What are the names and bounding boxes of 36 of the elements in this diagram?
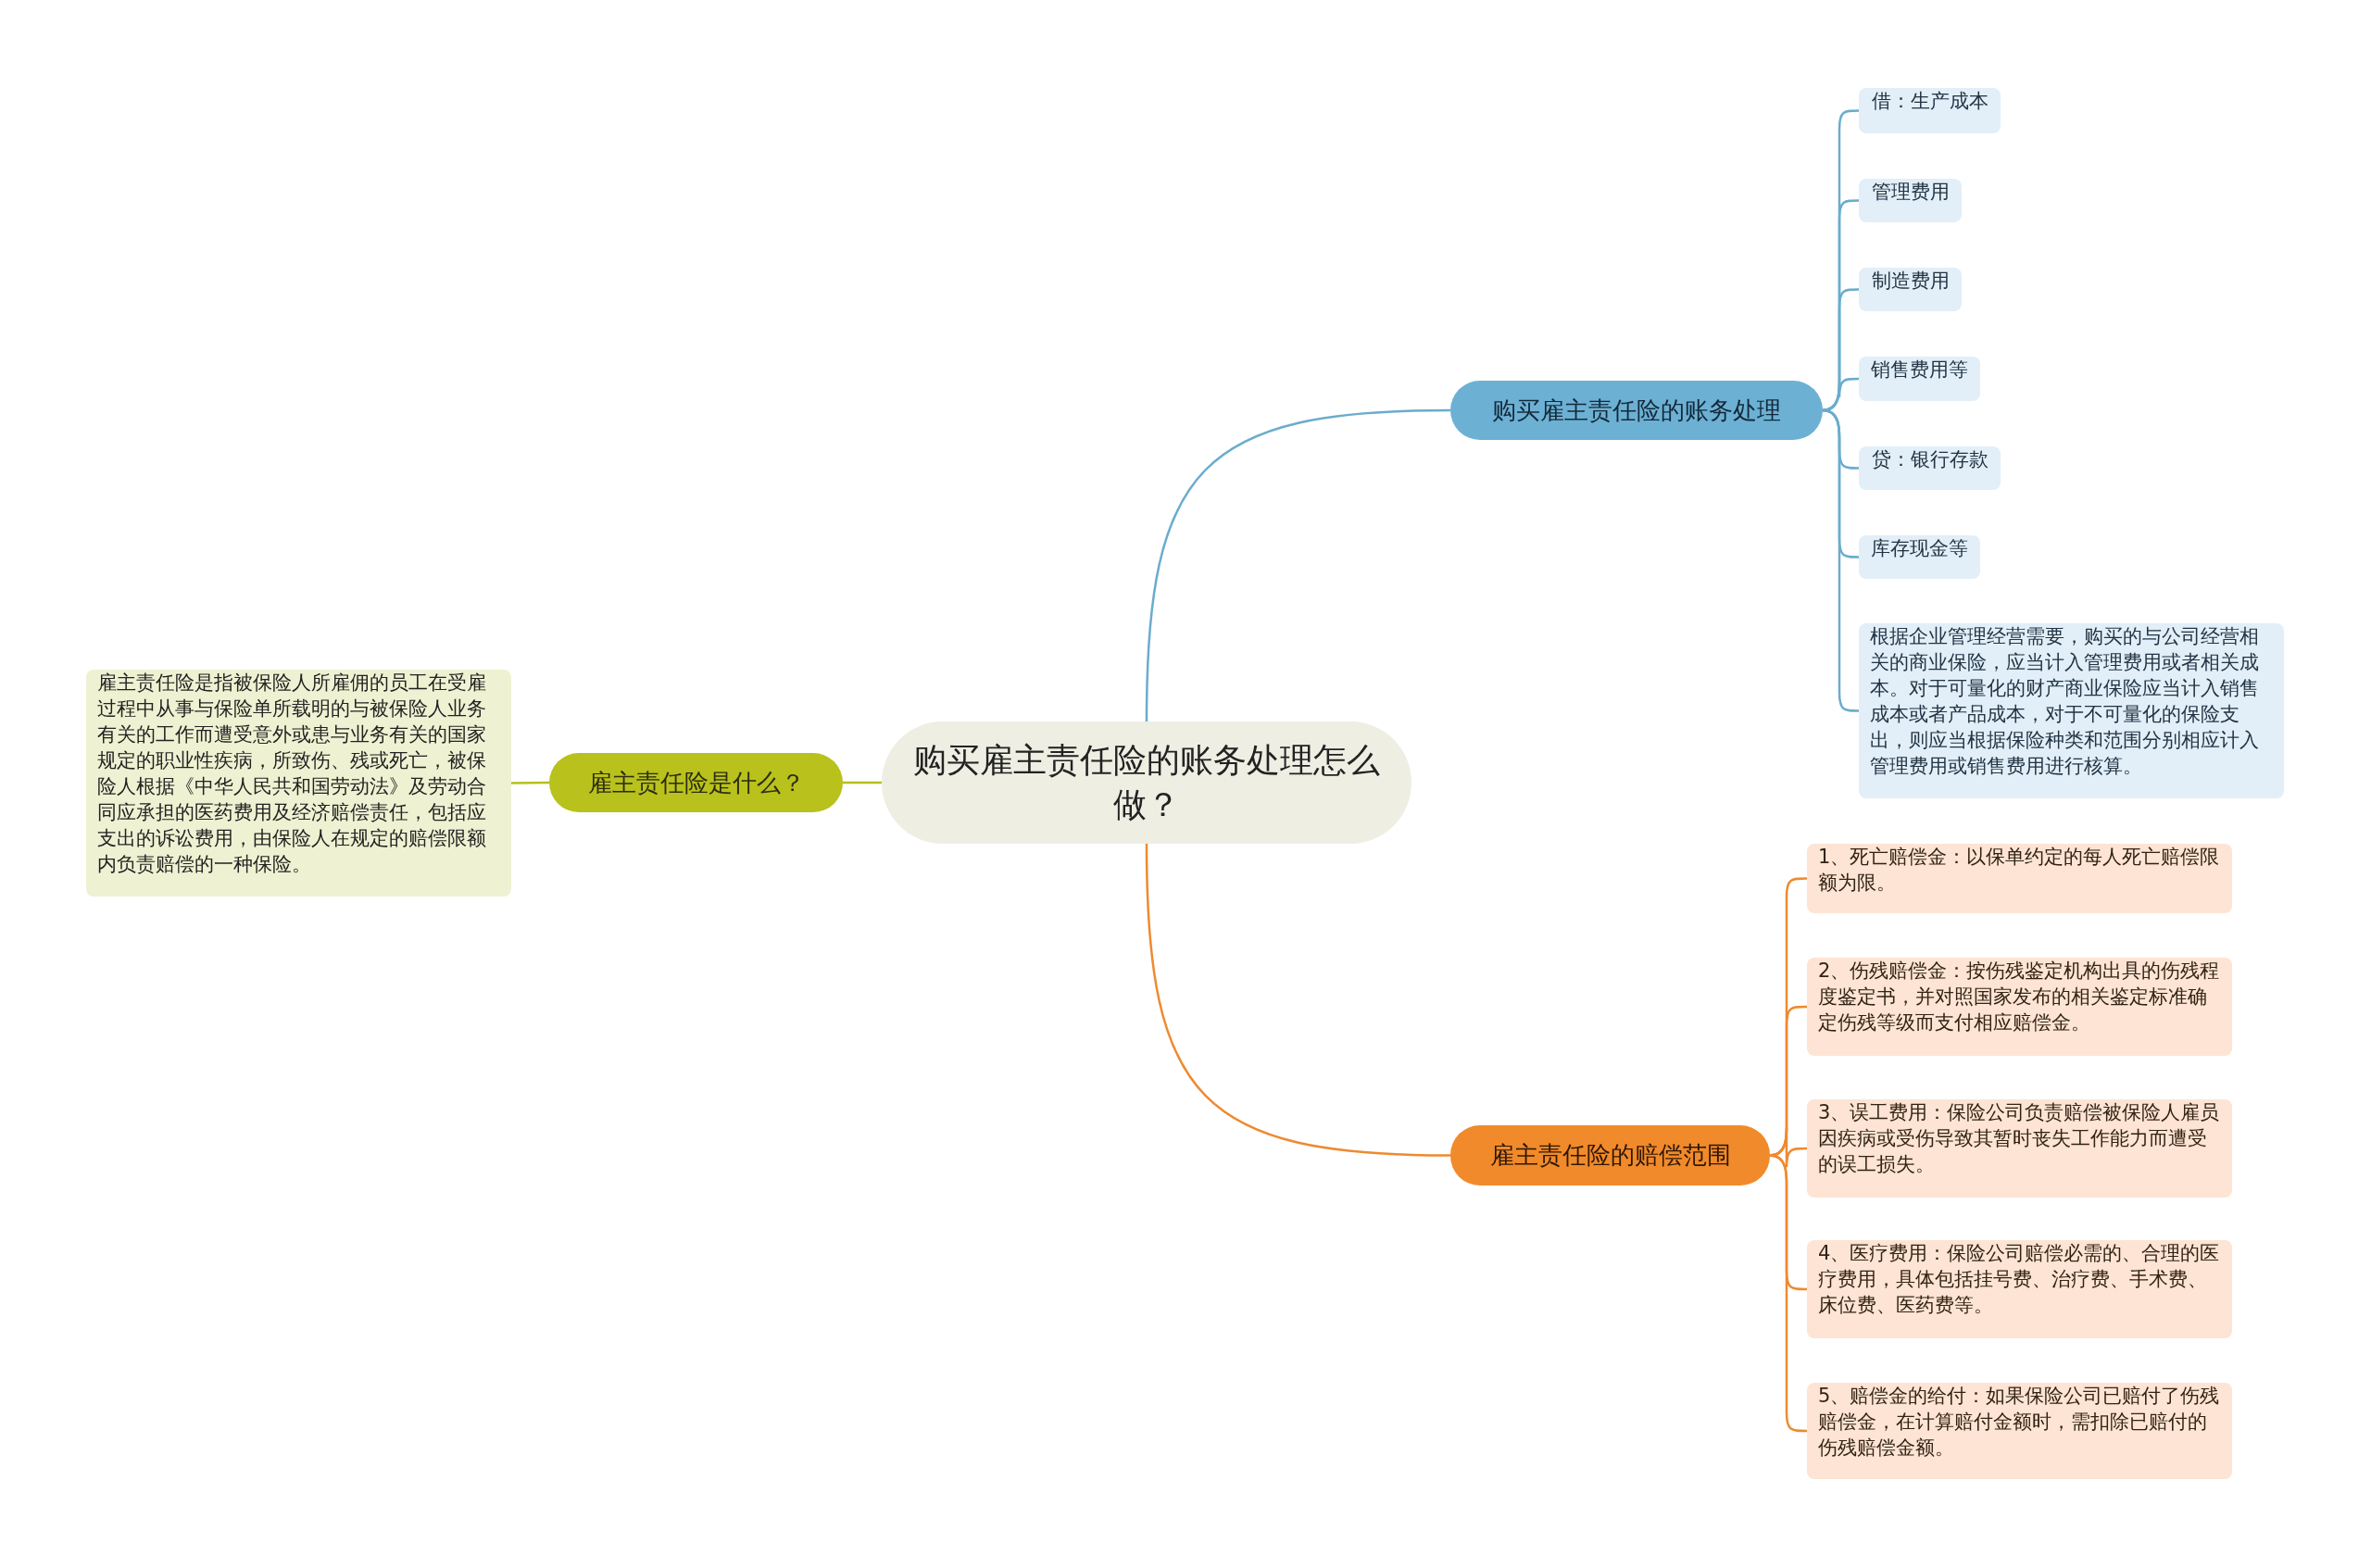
topic-text: 雇主责任险是什么？ [587, 767, 805, 798]
note-box [1859, 179, 1962, 222]
note-box [1807, 958, 2232, 1056]
note-text: 1、死亡赔偿金：以保单约定的每人死亡赔偿限额为限。 [1818, 845, 2221, 896]
topic-text: 雇主责任险的赔偿范围 [1489, 1140, 1731, 1171]
connector-line [511, 781, 549, 784]
note-box [1859, 535, 1980, 579]
note-text: 制造费用 [1871, 269, 1950, 294]
note-box [1807, 844, 2232, 913]
note-box [1807, 1383, 2232, 1479]
connector-line [1769, 1154, 1807, 1433]
note-text: 5、赔偿金的给付：如果保险公司已赔付了伤残赔偿金，在计算赔付金额时，需扣除已赔付的伤残赔偿金额。 [1818, 1384, 2221, 1461]
note-box [1859, 623, 2284, 798]
note-text: 4、医疗费用：保险公司赔偿必需的、合理的医疗费用，具体包括挂号费、治疗费、手术费、床位费、医药费等。 [1818, 1241, 2221, 1318]
note-text: 贷：银行存款 [1871, 447, 1988, 472]
note-text: 雇主责任险是指被保险人所雇佣的员工在受雇过程中从事与保险单所载明的与被保险人业务有关的工作而遭受意外或患与业务有关的国家规定的职业性疾病，所致伤、残或死亡，被保险人根据《中华人民共和国劳动法》及劳动合同应承担的医药费用及经济赔偿责任，包括应支出的诉讼费用，由保险人在规定的赔偿限额内负责赔偿的一种保险。 [97, 671, 487, 877]
note-box [86, 670, 511, 897]
note-box [1807, 1240, 2232, 1338]
note-text: 库存现金等 [1871, 536, 1968, 561]
note-text: 销售费用等 [1871, 358, 1968, 383]
topic-text: 购买雇主责任险的账务处理怎么做？ [912, 740, 1381, 825]
note-box [1859, 88, 2001, 133]
note-box [1859, 268, 1962, 311]
note-text: 根据企业管理经营需要，购买的与公司经营相关的商业保险，应当计入管理费用或者相关成本。对于可量化的财产商业保险应当计入销售成本或者产品成本，对于不可量化的保险支出，则应当根据保险种类和范围分别相应计入管理费用或销售费用进行核算。 [1870, 624, 2260, 779]
connector-line [843, 781, 882, 784]
topic-text: 购买雇主责任险的账务处理 [1492, 395, 1781, 426]
connector-line [1822, 377, 1859, 412]
note-box [1807, 1099, 2232, 1198]
note-box [1859, 357, 1980, 401]
note-text: 借：生产成本 [1871, 89, 1988, 114]
note-text: 2、伤残赔偿金：按伤残鉴定机构出具的伤残程度鉴定书，并对照国家发布的相关鉴定标准确定伤残等级而支付相应赔偿金。 [1818, 959, 2221, 1035]
connector-line [1145, 408, 1451, 722]
note-text: 3、误工费用：保险公司负责赔偿被保险人雇员因疾病或受伤导致其暂时丧失工作能力而遭受的误工损失。 [1818, 1100, 2221, 1177]
connector-line [1145, 843, 1451, 1157]
note-text: 管理费用 [1871, 180, 1950, 205]
note-box [1859, 446, 2001, 490]
